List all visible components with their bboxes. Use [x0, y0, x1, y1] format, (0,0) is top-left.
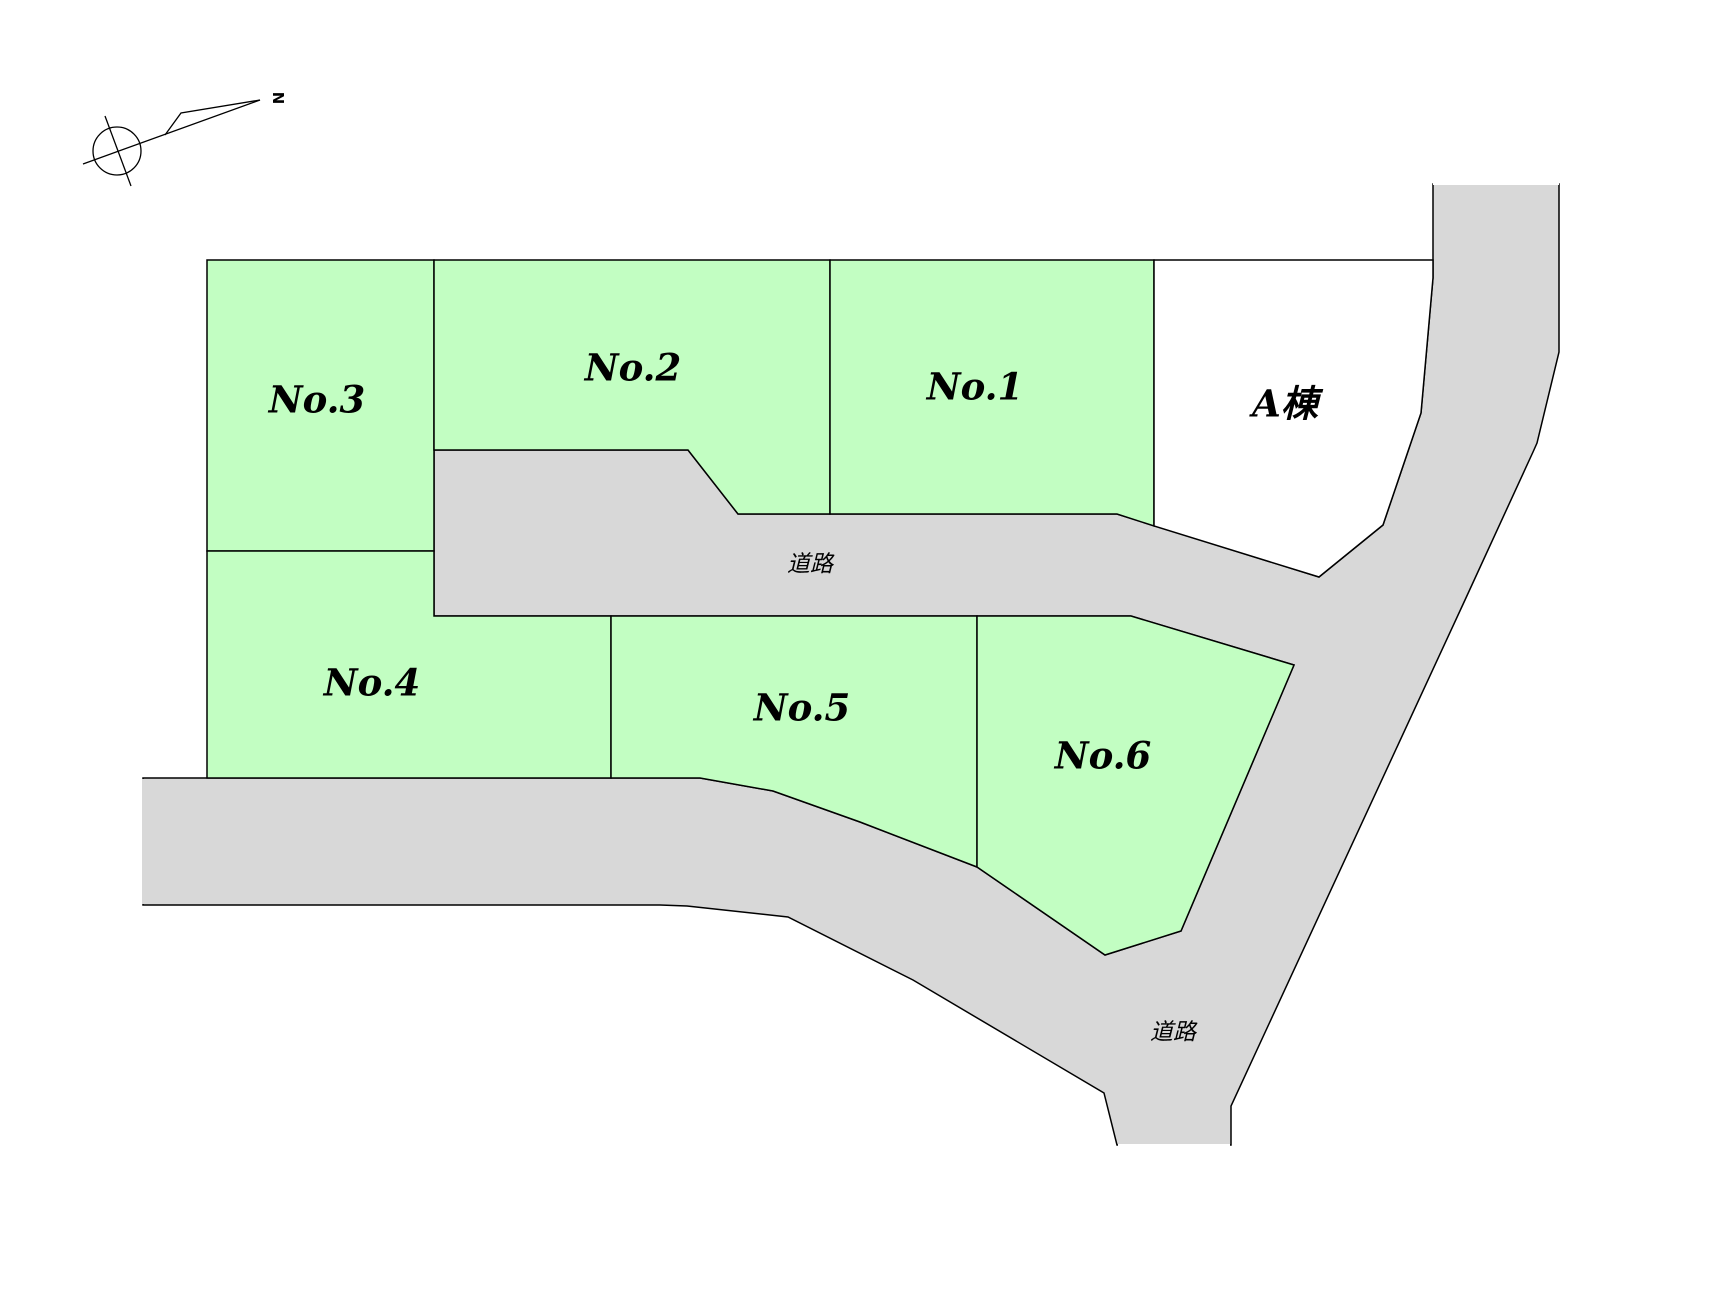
lot-label-no6: No.6	[1054, 733, 1152, 778]
lot-a-building[interactable]	[1153, 259, 1434, 578]
lot-label-no2: No.2	[584, 345, 682, 390]
lot-label-no5: No.5	[753, 685, 851, 730]
north-label: N	[270, 91, 288, 105]
lot-label-a-building: A棟	[1252, 381, 1318, 426]
lot-no6[interactable]	[976, 615, 1296, 956]
road-label-outer: 道路	[1150, 1019, 1196, 1046]
road-label-inner: 道路	[787, 551, 833, 578]
lot-no1[interactable]	[829, 259, 1155, 528]
compass-icon	[82, 99, 261, 187]
lot-label-no3: No.3	[268, 377, 366, 422]
lot-label-no4: No.4	[323, 660, 421, 705]
lot-label-no1: No.1	[926, 364, 1024, 409]
